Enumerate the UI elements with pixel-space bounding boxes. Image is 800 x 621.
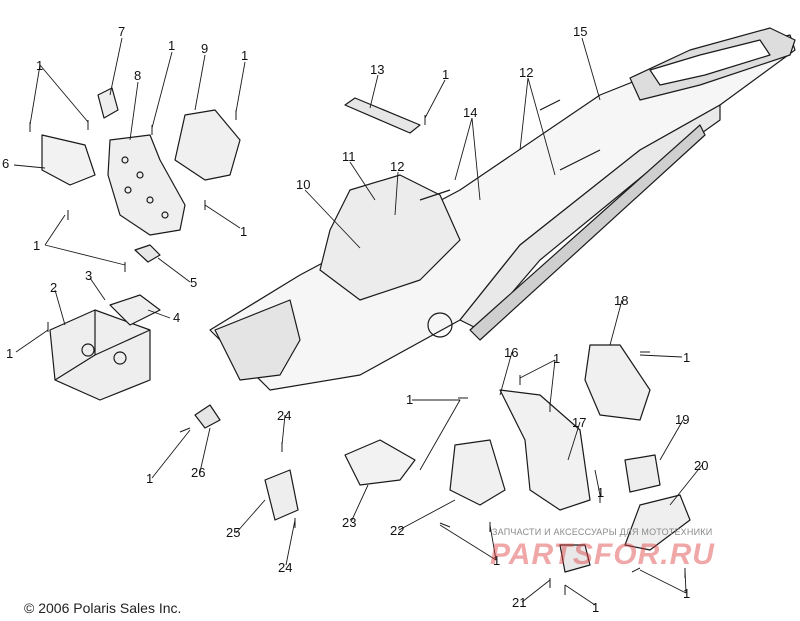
callout-2: 2 [50, 280, 57, 295]
part-6-plate [41, 134, 96, 186]
callout-20: 20 [694, 458, 708, 473]
part-25-bracket [264, 469, 299, 521]
part-13-rail [344, 97, 421, 134]
callout-25: 25 [226, 525, 240, 540]
callout-12-a: 12 [519, 65, 533, 80]
callout-1-a: 1 [36, 58, 43, 73]
part-2-bulkhead-block [49, 309, 151, 401]
callout-4: 4 [173, 310, 180, 325]
part-9-bracket [174, 109, 241, 181]
callout-1-j: 1 [406, 392, 413, 407]
callout-3: 3 [85, 268, 92, 283]
callout-24-a: 24 [277, 408, 291, 423]
callout-1-o: 1 [683, 586, 690, 601]
part-17-bracket-assembly [499, 389, 591, 511]
part-7-clip [97, 87, 119, 119]
callout-5: 5 [190, 275, 197, 290]
callout-18: 18 [614, 293, 628, 308]
callout-21: 21 [512, 595, 526, 610]
callout-15: 15 [573, 24, 587, 39]
part-18-guard [584, 344, 651, 421]
callout-1-n: 1 [592, 600, 599, 615]
part-4-plate [109, 294, 161, 326]
part-8-perforated-plate [107, 134, 186, 236]
callout-1-l: 1 [146, 471, 153, 486]
callout-10: 10 [296, 177, 310, 192]
fasteners [29, 110, 686, 595]
copyright-notice: © 2006 Polaris Sales Inc. [24, 600, 182, 616]
callout-23: 23 [342, 515, 356, 530]
callout-1-f: 1 [6, 346, 13, 361]
part-5-bracket [134, 244, 161, 263]
callout-labels: 1 7 1 9 1 8 6 1 1 5 2 3 4 1 13 1 15 12 1… [2, 24, 708, 615]
callout-1-i: 1 [553, 351, 560, 366]
part-26-clamp [194, 404, 221, 429]
callout-1-e: 1 [33, 238, 40, 253]
callout-1-d: 1 [240, 224, 247, 239]
callout-16: 16 [504, 345, 518, 360]
part-22-shield [449, 439, 506, 506]
callout-1-k: 1 [597, 485, 604, 500]
callout-26: 26 [191, 465, 205, 480]
callout-8: 8 [134, 68, 141, 83]
watermark-logo: PARTSFOR.RU [490, 538, 715, 571]
callout-7: 7 [118, 24, 125, 39]
callout-19: 19 [675, 412, 689, 427]
callout-14: 14 [463, 105, 477, 120]
part-20-bracket [624, 494, 691, 551]
callout-1-h: 1 [683, 350, 690, 365]
chassis-tunnel [209, 27, 796, 391]
callout-13: 13 [370, 62, 384, 77]
part-23-tray [344, 439, 416, 486]
watermark-tagline: ЗАПЧАСТИ И АКСЕССУАРЫ ДЛЯ МОТОТЕХНИКИ [492, 527, 713, 537]
callout-12-b: 12 [390, 159, 404, 174]
leader-lines [13, 37, 703, 606]
callout-6: 6 [2, 156, 9, 171]
part-21-clip [559, 544, 591, 573]
callout-1-g: 1 [442, 67, 449, 82]
callout-11: 11 [342, 149, 356, 164]
callout-17: 17 [572, 415, 586, 430]
callout-22: 22 [390, 523, 404, 538]
part-19-plate [624, 454, 661, 493]
callout-9: 9 [201, 41, 208, 56]
callout-24-b: 24 [278, 560, 292, 575]
callout-1-m: 1 [493, 553, 500, 568]
callout-1-b: 1 [168, 38, 175, 53]
callout-1-c: 1 [241, 48, 248, 63]
